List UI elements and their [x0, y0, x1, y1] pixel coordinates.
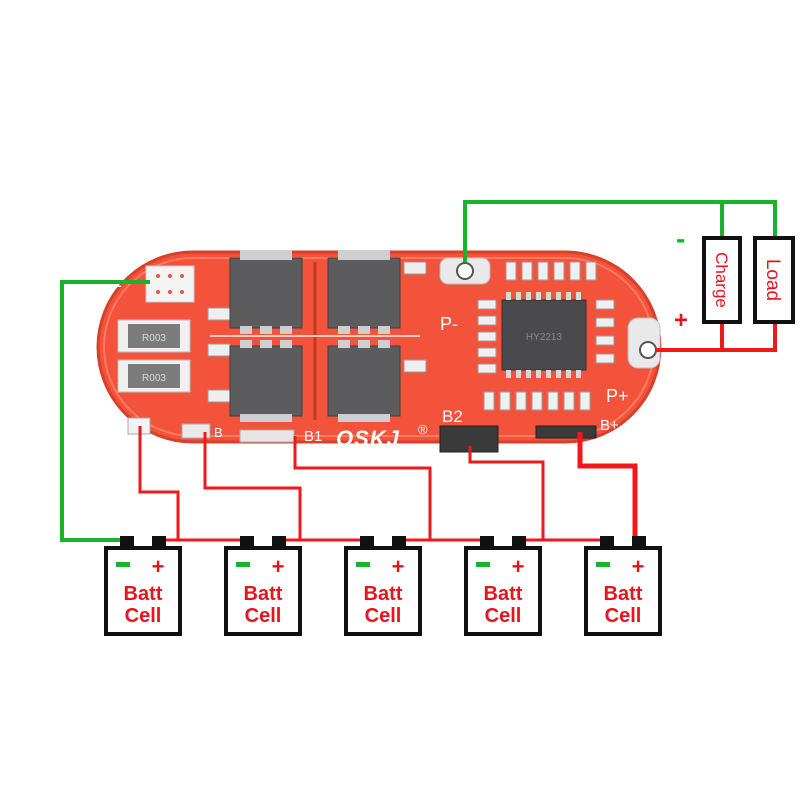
cell-plus-sign: +: [392, 554, 405, 579]
smd-resistor: [207, 307, 231, 321]
wires: [60, 200, 777, 542]
cell-minus-sign: [236, 562, 250, 567]
resistor-array-bottom: [483, 391, 591, 411]
label-b: B: [214, 425, 223, 440]
pad-b-tap: [181, 423, 211, 439]
cell-positive-terminal: [152, 536, 166, 548]
p-minus-pad: [439, 257, 491, 285]
smd-resistor: [207, 343, 231, 357]
cell-negative-terminal: [600, 536, 614, 548]
cell-label-line1: Batt: [604, 583, 643, 605]
mosfet-3: [229, 340, 303, 422]
label-p-minus: P-: [440, 314, 458, 334]
controller-chip: HY2213: [501, 299, 587, 371]
output-plus-sign: +: [674, 307, 688, 334]
smd-resistor: [207, 389, 231, 403]
cell-positive-terminal: [272, 536, 286, 548]
label-b-plus: B+: [600, 417, 619, 434]
label-p-plus: P+: [606, 386, 629, 406]
cell-label-line2: Cell: [605, 605, 642, 627]
wire-p-minus-green: [463, 200, 777, 262]
cell-negative-terminal: [240, 536, 254, 548]
cell-positive-terminal: [632, 536, 646, 548]
resistor-array-right: [595, 299, 615, 364]
mosfet-2: [327, 250, 401, 334]
cell-positive-terminal: [512, 536, 526, 548]
chip-marking: HY2213: [526, 332, 563, 343]
wire-tap-b1: [203, 432, 302, 540]
cell-minus-sign: [476, 562, 490, 567]
cell-plus-sign: +: [512, 554, 525, 579]
label-b-minus: B-: [104, 275, 122, 295]
chip-pins: [506, 292, 581, 378]
cell-plus-sign: +: [272, 554, 285, 579]
mosfet-1: [229, 250, 303, 334]
cell-label-line1: Batt: [124, 583, 163, 605]
cell-minus-sign: [116, 562, 130, 567]
cell-minus-sign: [596, 562, 610, 567]
cell-label-line1: Batt: [244, 583, 283, 605]
smd-resistor: [403, 359, 427, 373]
cell-label-line2: Cell: [365, 605, 402, 627]
wire-tap-b2: [468, 446, 545, 540]
svg-text:R003: R003: [142, 333, 166, 344]
resistor-array-left: [477, 299, 497, 374]
brand-logo: OSKJ: [336, 426, 400, 451]
battery-cells: +BattCell+BattCell+BattCell+BattCell+Bat…: [104, 536, 662, 636]
smd-resistor: [403, 261, 427, 275]
b-minus-pad: [145, 265, 195, 303]
label-b1: B1: [304, 428, 322, 445]
cell-label-line2: Cell: [125, 605, 162, 627]
wire-p-plus-red: [656, 322, 777, 352]
cell-label-line1: Batt: [484, 583, 523, 605]
cell-minus-sign: [356, 562, 370, 567]
cell-label-line2: Cell: [485, 605, 522, 627]
cell-negative-terminal: [360, 536, 374, 548]
cell-label-line1: Batt: [364, 583, 403, 605]
resistor-array-top: [505, 261, 597, 281]
load-box: Load: [753, 236, 795, 324]
registered-mark: ®: [418, 422, 428, 437]
label-b2: B2: [442, 407, 463, 426]
cell-plus-sign: +: [152, 554, 165, 579]
shunt-resistor-1: R003: [117, 319, 191, 353]
wire-tap-b1b: [293, 436, 432, 540]
cell-label-line2: Cell: [245, 605, 282, 627]
pad-b1-tap: [239, 429, 295, 443]
p-plus-pad: [627, 317, 661, 369]
cell-negative-terminal: [480, 536, 494, 548]
load-label: Load: [762, 259, 783, 301]
cell-positive-terminal: [392, 536, 406, 548]
svg-text:R003: R003: [142, 373, 166, 384]
wire-tap-b: [138, 426, 180, 540]
charge-box: Charge: [702, 236, 742, 324]
wire-b-plus-main: [577, 432, 638, 540]
pad-b-plus-tap: [535, 425, 597, 439]
cell-negative-terminal: [120, 536, 134, 548]
bms-board: R003 R003: [96, 250, 662, 453]
charge-label: Charge: [712, 252, 731, 308]
shunt-resistor-2: R003: [117, 359, 191, 393]
mosfet-4: [327, 340, 401, 422]
output-minus-sign: -: [676, 223, 685, 254]
cell-plus-sign: +: [632, 554, 645, 579]
wire-b-minus-green: [60, 280, 150, 542]
